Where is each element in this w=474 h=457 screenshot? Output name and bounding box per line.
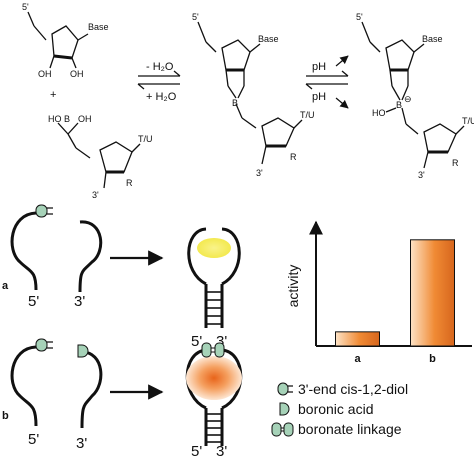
equilibrium-dehydration-arrows — [137, 70, 181, 90]
panel-b-strand-left — [10, 345, 38, 427]
mol2-b: B — [64, 114, 70, 124]
panel-b-strand-right — [80, 350, 103, 429]
mol2-tu: T/U — [138, 134, 153, 144]
mol2-ho: HO — [48, 114, 62, 124]
ribose-diol-molecule — [27, 11, 89, 69]
panel-b-hairpin-three-prime: 3' — [216, 443, 227, 457]
panel-a-loop-left — [187, 227, 207, 286]
boronic-acid-molecule — [57, 122, 141, 189]
mol3-three-prime: 3' — [256, 168, 263, 178]
panel-a-strand-left — [10, 211, 38, 291]
mol3-r: R — [290, 152, 297, 162]
ph-down-label: pH — [312, 91, 326, 103]
mol2-oh: OH — [78, 114, 92, 124]
panel-a-five-prime: 5' — [28, 293, 39, 310]
panel-b-hairpin-five-prime: 5' — [191, 443, 202, 457]
mol1-oh-right: OH — [70, 69, 84, 79]
panel-a-diol-tag — [35, 204, 48, 218]
plus-water-label: + H₂O — [146, 91, 177, 103]
legend-linkage-label: boronate linkage — [298, 421, 402, 437]
panel-b-label: b — [2, 410, 9, 422]
panel-b-diol-lines — [47, 341, 53, 349]
activity-bar-chart: activity a b — [285, 220, 472, 365]
boronate-ester-molecule — [197, 21, 303, 165]
bar-a — [335, 331, 380, 347]
mol2-three-prime: 3' — [92, 190, 99, 200]
boronate-anion-molecule — [361, 21, 465, 169]
minus-water-label: - H₂O — [146, 61, 174, 73]
mol3-base: Base — [258, 34, 279, 44]
mol1-five-prime: 5' — [22, 2, 29, 12]
panel-b-boronic-tag — [77, 344, 89, 358]
mol4-tu: T/U — [462, 116, 474, 126]
mol4-three-prime: 3' — [418, 170, 425, 180]
panel-a-loop-right — [221, 227, 241, 286]
chart-y-label: activity — [285, 265, 301, 308]
panel-a-hairpin-three-prime: 3' — [216, 333, 227, 350]
mol4-negative-charge: ⊖ — [404, 94, 412, 104]
legend: 3'-end cis-1,2-diol boronic acid boronat… — [271, 381, 408, 437]
mol4-r: R — [452, 158, 459, 168]
mol4-ho: HO — [372, 108, 386, 118]
mol3-b: B — [232, 98, 238, 108]
panel-a — [10, 211, 241, 328]
mol2-r: R — [126, 178, 133, 188]
chemistry-scheme — [27, 11, 465, 189]
equilibrium-ph-arrows — [305, 55, 349, 109]
legend-boronic-row: boronic acid — [279, 401, 374, 417]
mol4-base: Base — [422, 34, 443, 44]
legend-diol-row: 3'-end cis-1,2-diol — [277, 381, 408, 397]
legend-boronic-icon — [279, 402, 290, 416]
legend-diol-label: 3'-end cis-1,2-diol — [298, 381, 408, 397]
mol3-five-prime: 5' — [192, 12, 199, 22]
mol1-oh-left: OH — [38, 69, 52, 79]
panel-b-base-pairs — [206, 413, 222, 443]
chemistry-labels: 5' Base OH OH + HO B OH T/U R 3' 5' Base… — [22, 2, 474, 200]
panel-a-hairpin-five-prime: 5' — [191, 333, 202, 350]
panel-b-five-prime: 5' — [28, 431, 39, 448]
panel-a-diol-lines — [47, 207, 53, 215]
panel-a-yellow-product — [197, 238, 231, 258]
bar-b — [410, 239, 455, 347]
mol3-tu: T/U — [300, 110, 315, 120]
mol1-base: Base — [88, 22, 109, 32]
panel-b-three-prime: 3' — [76, 435, 87, 452]
panel-a-label: a — [2, 280, 9, 292]
panel-a-three-prime: 3' — [74, 293, 85, 310]
legend-linkage-row: boronate linkage — [271, 421, 402, 437]
legend-boronic-label: boronic acid — [298, 401, 374, 417]
mol4-five-prime: 5' — [356, 12, 363, 22]
x-tick-a: a — [354, 353, 361, 365]
panel-b-diol-tag — [35, 338, 48, 352]
ph-up-label: pH — [312, 61, 326, 73]
legend-linkage-icon — [271, 422, 282, 437]
panel-b-boronate-linkage — [201, 342, 225, 358]
panel-b-orange-product — [186, 356, 242, 400]
panel-a-base-pairs — [206, 291, 222, 325]
plus-sign: + — [50, 89, 56, 101]
legend-diol-icon — [277, 382, 289, 396]
x-tick-b: b — [429, 353, 436, 365]
mol4-b: B — [396, 100, 402, 110]
panel-a-strand-right — [78, 220, 103, 293]
